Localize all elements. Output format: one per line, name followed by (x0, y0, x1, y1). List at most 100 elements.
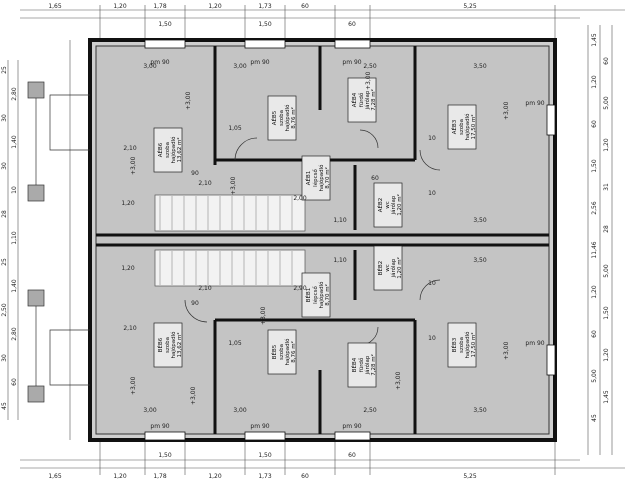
right-dimension: 11,46 (591, 241, 598, 258)
right-dimension: 1,20 (591, 285, 598, 299)
top-dimension: 1,20 (113, 3, 127, 10)
level-mark: +3,00 (230, 176, 237, 195)
left-dimension: 30 (1, 354, 8, 362)
right-dimension: 60 (591, 120, 598, 128)
top-dimension: 1,78 (153, 3, 167, 10)
room-name: fürdő (359, 92, 365, 107)
inner-dimension: 2,50 (363, 407, 377, 414)
stair-steps (159, 196, 293, 285)
dimension-lines (7, 5, 625, 475)
left-dimension: 2,80 (11, 327, 18, 341)
left-dimension: 1,40 (11, 279, 18, 293)
room-area: 1,20 m² (396, 194, 403, 216)
room-area: 8,70 m² (324, 167, 331, 189)
right-dimension: 5,00 (603, 96, 610, 110)
room-floor: járólap (364, 355, 371, 375)
room-id: AÉB1 (304, 171, 312, 186)
room-area: 13,62 m² (176, 137, 183, 162)
room-id: BÉB1 (304, 288, 312, 303)
right-dimension: 1,50 (591, 159, 598, 173)
left-dimension: 1,40 (11, 135, 18, 149)
room-floor: hajópadló (170, 331, 177, 359)
inner-dimension: 3,00 (233, 63, 247, 70)
room-floor: hajópadló (284, 338, 291, 366)
left-dimension: 10 (11, 186, 18, 194)
room-area: 8,76 m² (290, 341, 297, 363)
room-area: 7,28 m² (370, 89, 377, 111)
window-sill-label: pm 90 (342, 59, 361, 66)
left-dimension: 25 (1, 66, 8, 74)
top-dimension: 5,25 (463, 3, 477, 10)
room-name: lépcső (312, 169, 319, 187)
top-dimension: 1,65 (48, 3, 62, 10)
window-sill-label: pm 90 (525, 100, 544, 107)
right-dimension: 1,50 (603, 306, 610, 320)
bottom-dimension: 1,73 (258, 473, 272, 480)
room-id: BÉB6 (156, 337, 164, 352)
room-floor: járólap (390, 195, 397, 215)
room-name: szoba (279, 344, 285, 360)
inner-dimension: 3,50 (473, 407, 487, 414)
inner-dimension: 1,05 (228, 125, 242, 132)
inner-dimension: 3,00 (143, 63, 157, 70)
inner-dimension: 60 (371, 175, 379, 182)
inner-dimension: 10 (428, 280, 436, 287)
room-id: AÉB3 (450, 119, 458, 134)
room-id: AÉB2 (376, 198, 384, 213)
window-sill-label: pm 90 (342, 423, 361, 430)
room-floor: hajópadló (284, 104, 291, 132)
inner-dimension: 2,90 (293, 285, 307, 292)
room-name: szoba (459, 337, 465, 353)
room-area: 17,50 m² (470, 332, 477, 357)
left-dimension: 25 (1, 258, 8, 266)
level-mark: +3,00 (503, 101, 510, 120)
dimension-texts: 1,65 1,20 1,78 1,20 1,73 60 5,25 1,50 1,50 60 1,65… (1, 3, 610, 480)
room-area: 7,28 m² (370, 354, 377, 376)
right-dimension: 1,20 (603, 138, 610, 152)
level-mark: +3,00 (190, 386, 197, 405)
inner-dimension: 2,10 (198, 285, 212, 292)
left-dimension: 28 (1, 210, 8, 218)
bottom-dimension: 1,65 (48, 473, 62, 480)
bottom-dimension-2: 1,50 (158, 452, 172, 459)
right-dimension: 28 (603, 225, 610, 233)
bottom-dimension-2: 60 (348, 452, 356, 459)
inner-dimension: 1,05 (228, 340, 242, 347)
room-floor: hajópadló (170, 136, 177, 164)
inner-dimension: 1,10 (333, 257, 347, 264)
level-mark: +3,00 (130, 376, 137, 395)
room-area: 8,70 m² (324, 284, 331, 306)
left-dimension: 1,10 (11, 231, 18, 245)
inner-dimension: 90 (191, 170, 199, 177)
room-floor: járólap (364, 90, 371, 110)
left-dimension: 45 (1, 402, 8, 410)
room-name: szoba (165, 337, 171, 353)
building-outline (88, 38, 557, 442)
left-dimension: 30 (1, 114, 8, 122)
level-mark: +3,00 (395, 371, 402, 390)
top-dimension: 60 (301, 3, 309, 10)
inner-dimension: 2,10 (123, 325, 137, 332)
window-sill-label: pm 90 (525, 340, 544, 347)
room-floor: járólap (390, 258, 397, 278)
bottom-dimension: 5,25 (463, 473, 477, 480)
left-annex (27, 81, 90, 403)
room-name: wc (385, 201, 391, 209)
windows (144, 39, 556, 441)
level-mark: +3,00 (130, 156, 137, 175)
room-floor: hajópadló (318, 164, 325, 192)
inner-dimension: 3,00 (233, 407, 247, 414)
inner-dimension: 2,10 (198, 180, 212, 187)
room-name: lépcső (312, 286, 319, 304)
left-dimension: 2,80 (11, 87, 18, 101)
bottom-dimension: 1,20 (208, 473, 222, 480)
inner-dimension: 1,20 (121, 200, 135, 207)
